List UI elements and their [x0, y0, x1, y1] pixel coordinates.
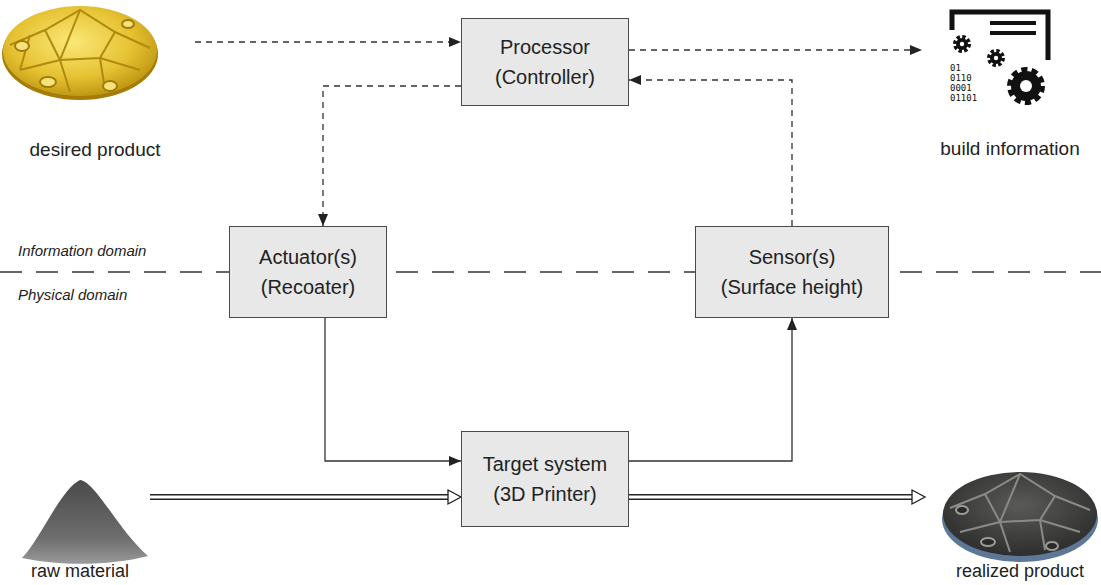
rib: [20, 60, 70, 92]
double-line-outer: [629, 494, 913, 500]
hole: [956, 506, 968, 514]
gear-body: [1011, 71, 1041, 101]
rib: [1000, 496, 1055, 522]
box-label: Target system (3D Printer): [482, 449, 609, 509]
gear-hole: [960, 42, 964, 46]
gear-hole: [1020, 80, 1032, 92]
domain-label: Physical domain: [18, 287, 127, 304]
rib: [950, 474, 1090, 510]
domain-label: Information domain: [18, 243, 146, 260]
disk-face: [3, 6, 157, 96]
double-line-outer: [150, 494, 449, 500]
hole: [1046, 542, 1058, 550]
process-box: Actuator(s) (Recoater): [229, 226, 387, 318]
hole: [103, 81, 117, 91]
gear-body: [956, 38, 968, 50]
double-line-inner: [628, 496, 914, 499]
gear-teeth: [955, 37, 969, 51]
gear-teeth: [989, 51, 1003, 65]
item-caption: build information: [940, 139, 1079, 160]
hole: [981, 538, 995, 546]
binary-digits: 0001: [950, 84, 972, 94]
process-box: Sensor(s) (Surface height): [695, 226, 889, 318]
box-label: Sensor(s) (Surface height): [720, 242, 865, 302]
gear-body: [990, 52, 1002, 64]
item-caption: raw material: [31, 562, 129, 582]
rib: [100, 58, 140, 70]
gear-medium: [989, 51, 1003, 65]
dashed-arrow-line: [195, 41, 449, 42]
rib-network: [950, 474, 1090, 552]
binary-digits: 0110: [950, 74, 972, 84]
dashed-arrow-line: [629, 49, 910, 50]
control-connector: [325, 318, 461, 461]
hole: [15, 41, 29, 51]
rib: [960, 522, 1010, 552]
binary-digits: 01101: [950, 94, 977, 104]
item-caption: desired product: [30, 140, 161, 161]
arrow-head: [449, 37, 461, 47]
disk-face: [943, 472, 1097, 556]
text-bar: [990, 31, 1036, 35]
text-bar: [990, 21, 1036, 25]
rib: [60, 32, 115, 60]
gear-teeth: [1010, 70, 1042, 102]
rib: [985, 474, 1020, 522]
hollow-arrow-head: [448, 490, 461, 504]
binary-digits: 01: [950, 64, 961, 74]
gear-large: [1010, 70, 1042, 102]
mount-holes: [956, 506, 1058, 550]
double-line-inner: [149, 496, 450, 499]
hollow-arrow-head: [912, 490, 925, 504]
gear-hole: [994, 56, 998, 60]
realized-product-image: [942, 472, 1098, 562]
rib: [1040, 520, 1045, 550]
arrow-head: [910, 45, 922, 55]
hole: [40, 77, 56, 87]
box-label: Processor (Controller): [494, 32, 597, 92]
mount-holes: [15, 20, 134, 91]
rib: [1040, 520, 1080, 532]
raw-material-image: [22, 480, 148, 564]
signal-connector: [629, 80, 792, 226]
rib-network: [10, 10, 150, 92]
powder-pile: [22, 480, 148, 564]
document-frame: [952, 12, 1048, 60]
process-box: Target system (3D Printer): [461, 431, 629, 527]
item-caption: realized product: [956, 562, 1084, 582]
hole: [122, 20, 134, 28]
process-box: Processor (Controller): [461, 18, 629, 106]
gear-small: [955, 37, 969, 51]
rib: [10, 10, 150, 48]
box-label: Actuator(s) (Recoater): [258, 242, 358, 302]
rib: [45, 10, 80, 60]
desired-product-image: [2, 6, 158, 100]
signal-connector: [323, 86, 461, 226]
control-connector: [629, 318, 792, 461]
domain-divider: [0, 271, 1101, 272]
